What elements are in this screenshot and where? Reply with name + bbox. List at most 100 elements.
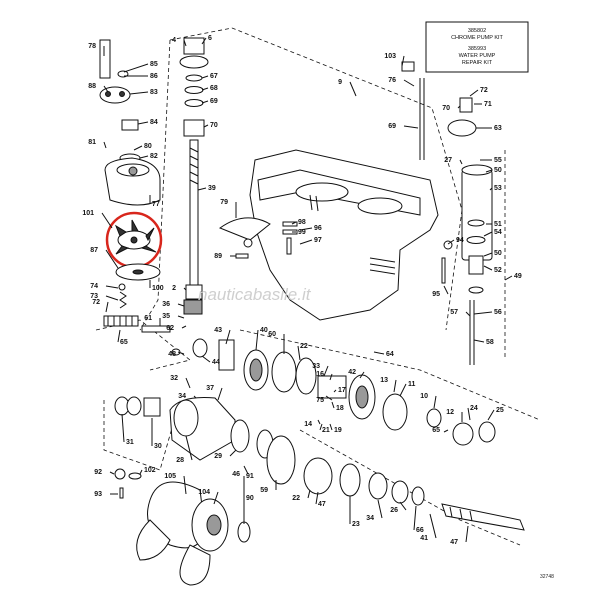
shaft-washer: [185, 74, 203, 82]
part-number-label: 32: [170, 375, 178, 382]
part-number-label: 82: [150, 153, 158, 160]
part-number-label: 72: [480, 87, 488, 94]
propshaft-bearing-ring: [266, 435, 296, 485]
leader-line: [139, 155, 149, 159]
part-number-label: 72: [92, 299, 100, 306]
part-number-label: 9: [338, 79, 342, 86]
leader-line: [243, 465, 249, 475]
part-number-label: 81: [88, 139, 96, 146]
leader-line: [225, 329, 231, 345]
kit-code-1: 385802: [468, 28, 486, 34]
part-number-label: 98: [298, 219, 306, 226]
leader-line: [399, 383, 407, 397]
leader-line: [457, 105, 461, 109]
gearcase-rib: [315, 195, 319, 212]
kit-info-box: 385802 CHROME PUMP KIT 385993 WATER PUMP…: [425, 21, 529, 73]
part-number-label: 73: [90, 293, 98, 300]
part-number-label: 75: [316, 397, 324, 404]
part-number-label: 43: [214, 327, 222, 334]
part-number-label: 16: [316, 371, 324, 378]
shift-linkage: [401, 61, 493, 365]
leader-line: [177, 303, 185, 307]
leader-line: [323, 365, 329, 377]
leader-line: [373, 351, 385, 355]
leader-line: [487, 409, 495, 421]
leader-line: [403, 125, 419, 129]
part-number-label: 79: [220, 199, 228, 206]
housing-seal: [230, 419, 250, 453]
tube-o-ring: [466, 236, 486, 244]
thrust-washer: [295, 357, 317, 395]
part-number-label: 54: [494, 229, 502, 236]
leader-line: [201, 355, 211, 363]
part-number-label: 69: [388, 123, 396, 130]
leader-line: [329, 423, 333, 431]
bearing-dashed-guide: [103, 399, 181, 471]
leader-lines: [101, 37, 513, 543]
carrier-retainer: [426, 408, 442, 428]
part-number-label: 69: [210, 98, 218, 105]
leader-line: [333, 389, 337, 393]
part-number-label: 78: [88, 43, 96, 50]
leader-line: [469, 89, 479, 97]
part-number-label: 89: [214, 253, 222, 260]
leader-line: [201, 37, 207, 45]
part-number-label: 34: [178, 393, 186, 400]
gearcase-stud: [282, 229, 298, 235]
tube-o-ring: [467, 219, 485, 227]
part-number-label: 66: [416, 527, 424, 534]
kit-code-2: 385993: [468, 46, 486, 52]
wear-plate-hole: [132, 269, 144, 275]
part-number-label: 50: [494, 167, 502, 174]
leader-line: [467, 407, 471, 421]
leader-line: [433, 395, 437, 409]
nut-washer: [128, 472, 142, 480]
leader-line: [105, 301, 109, 313]
propshaft-housing: [114, 396, 296, 485]
drawing-code: 32748: [540, 574, 554, 580]
leader-line: [377, 499, 383, 519]
part-number-label: 93: [94, 491, 102, 498]
part-number-label: 86: [150, 73, 158, 80]
leader-line: [105, 249, 119, 269]
part-number-label: 92: [94, 469, 102, 476]
part-number-label: 68: [210, 85, 218, 92]
gearcase-vents: [369, 257, 396, 275]
pinion-bearing: [185, 284, 203, 300]
part-number-label: 19: [334, 427, 342, 434]
gearcase-bolt: [286, 237, 292, 255]
leader-line: [133, 145, 143, 151]
leader-line: [117, 329, 121, 343]
leader-line: [105, 295, 119, 301]
propeller-shaft: [441, 503, 525, 531]
shift-connector: [459, 97, 473, 113]
impeller-blades: [114, 219, 157, 255]
leader-line: [473, 339, 485, 343]
lower-rings: [303, 457, 425, 506]
leader-line: [183, 287, 187, 291]
leader-line: [399, 501, 407, 511]
carrier-ring: [478, 421, 496, 443]
part-number-label: 77: [152, 201, 160, 208]
impeller-hub: [130, 236, 138, 244]
leader-line: [185, 435, 193, 461]
leader-line: [403, 79, 415, 87]
part-number-label: 46: [232, 471, 240, 478]
forward-gear-hub: [249, 358, 263, 382]
part-number-label: 90: [246, 495, 254, 502]
part-number-label: 27: [444, 157, 452, 164]
part-number-label: 22: [300, 343, 308, 350]
housing-flange: [173, 399, 199, 437]
leader-line: [429, 513, 437, 539]
part-number-label: 2: [172, 285, 176, 292]
part-number-label: 61: [144, 315, 152, 322]
leader-line: [483, 231, 493, 237]
part-number-label: 23: [352, 521, 360, 528]
leader-line: [331, 401, 335, 409]
part-number-label: 29: [214, 453, 222, 460]
part-number-label: 47: [450, 539, 458, 546]
gearcase-screw: [243, 238, 253, 248]
leader-line: [465, 525, 469, 543]
leader-line: [183, 475, 187, 495]
kit-name-1: CHROME PUMP KIT: [451, 35, 503, 41]
